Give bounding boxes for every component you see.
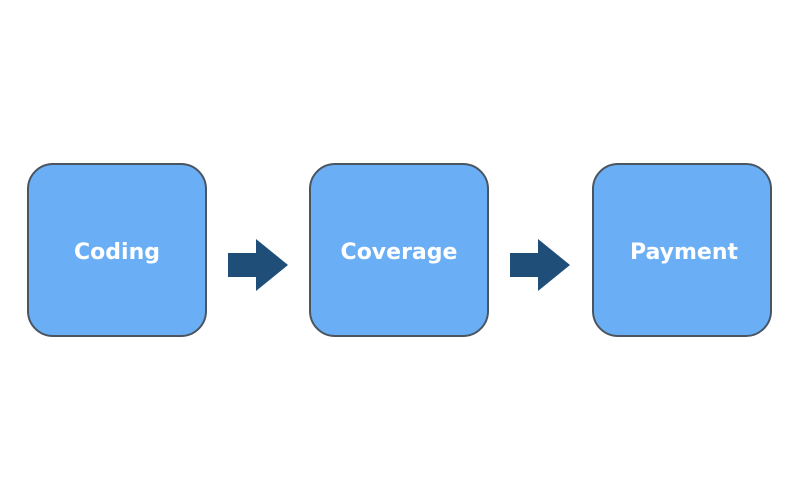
right-arrow-icon bbox=[510, 239, 570, 291]
step-box-coding: Coding bbox=[27, 163, 207, 337]
step-label: Coverage bbox=[340, 240, 458, 265]
step-box-coverage: Coverage bbox=[309, 163, 489, 337]
step-label: Coding bbox=[74, 240, 160, 265]
step-box-payment: Payment bbox=[592, 163, 772, 337]
right-arrow-icon bbox=[228, 239, 288, 291]
step-label: Payment bbox=[629, 240, 739, 265]
